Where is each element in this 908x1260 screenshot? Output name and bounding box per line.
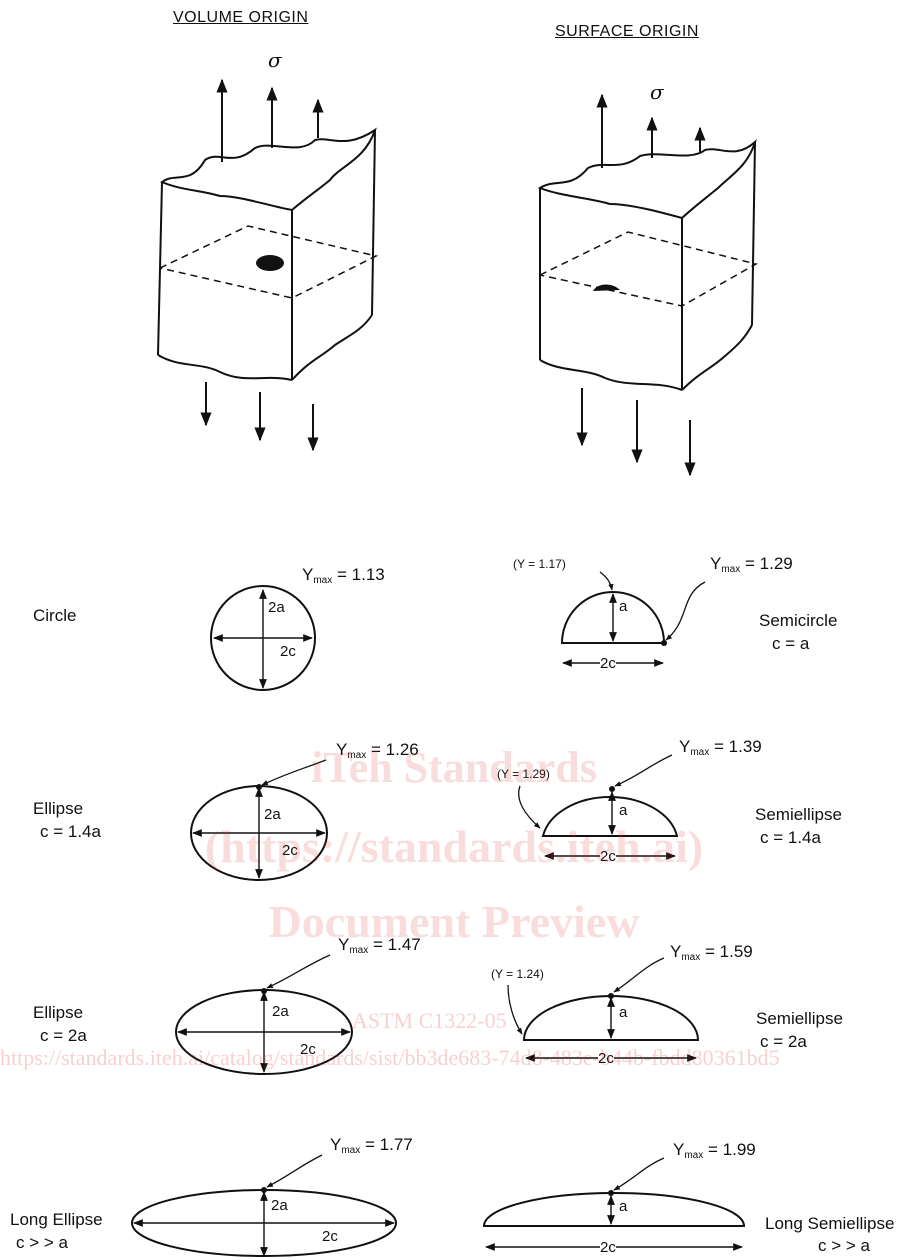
ellipse-2a-condition: c = 2a (40, 1026, 87, 1045)
ellipse-1-4a-shape (190, 759, 328, 881)
ymax-semicircle: Ymax = 1.29 (710, 554, 793, 575)
semicircle-label: Semicircle (759, 611, 838, 630)
circle-dim-vertical: 2a (268, 599, 285, 616)
semicircle-note: (Y = 1.17) (513, 557, 566, 571)
ellipse-2a-label: Ellipse (33, 1003, 84, 1022)
semiellipse-2a-condition: c = 2a (760, 1032, 807, 1051)
long-semiellipse-shape (482, 1157, 746, 1251)
ymax-semiellipse-2a: Ymax = 1.59 (670, 942, 753, 963)
semicircle-condition: c = a (772, 634, 810, 653)
semiellipse-2a-note: (Y = 1.24) (491, 967, 544, 981)
ymax-ellipse-1-4a: Ymax = 1.26 (336, 740, 419, 761)
volume-origin-block (157, 78, 379, 452)
long-ellipse-dim-vertical: 2a (271, 1197, 288, 1214)
volume-flaw (256, 255, 284, 271)
watermark-title: iTeh Standards (311, 743, 597, 792)
circle-shape (210, 585, 316, 691)
surface-flaw (593, 284, 620, 291)
long-semiellipse-condition: c > > a (818, 1236, 870, 1255)
long-semiellipse-dim-horizontal: 2c (600, 1238, 616, 1258)
long-ellipse-dim-horizontal: 2c (322, 1228, 338, 1245)
semiellipse-2a-dim-vertical: a (619, 1004, 628, 1021)
semiellipse-2a-label: Semiellipse (756, 1009, 843, 1028)
semiellipse-1-4a-note: (Y = 1.29) (497, 767, 550, 781)
semicircle-dim-horizontal: 2c (600, 654, 616, 674)
ellipse-1-4a-condition: c = 1.4a (40, 822, 101, 841)
long-ellipse-label: Long Ellipse (10, 1210, 103, 1229)
semiellipse-2a-dim-horizontal: 2c (598, 1049, 614, 1069)
long-ellipse-shape (131, 1154, 397, 1257)
ellipse-1-4a-dim-vertical: 2a (264, 806, 281, 823)
watermark-catalog-link: https://standards.iteh.ai/catalog/standa… (0, 1045, 780, 1070)
ellipse-2a-shape (175, 954, 353, 1075)
watermark-preview: Document Preview (268, 896, 640, 947)
volume-sigma-label: σ (268, 48, 282, 72)
semiellipse-1-4a-dim-horizontal: 2c (600, 847, 616, 867)
ymax-long-ellipse: Ymax = 1.77 (330, 1135, 413, 1156)
semiellipse-1-4a-dim-vertical: a (619, 802, 628, 819)
ymax-ellipse-2a: Ymax = 1.47 (338, 935, 421, 956)
ymax-circle: Ymax = 1.13 (302, 565, 385, 586)
long-semiellipse-label: Long Semiellipse (765, 1214, 895, 1233)
ellipse-1-4a-label: Ellipse (33, 799, 84, 818)
surface-sigma-label: σ (650, 80, 664, 104)
semiellipse-1-4a-label: Semiellipse (755, 805, 842, 824)
long-semiellipse-dim-vertical: a (619, 1198, 628, 1215)
circle-label: Circle (33, 606, 77, 625)
semicircle-dim-vertical: a (619, 598, 628, 615)
surface-origin-block (537, 93, 759, 477)
ymax-semiellipse-1-4a: Ymax = 1.39 (679, 737, 762, 758)
long-ellipse-condition: c > > a (16, 1233, 68, 1252)
surface-origin-heading: SURFACE ORIGIN (555, 23, 699, 40)
ellipse-2a-dim-vertical: 2a (272, 1003, 289, 1020)
circle-dim-horizontal: 2c (280, 643, 296, 660)
ymax-long-semiellipse: Ymax = 1.99 (673, 1140, 756, 1161)
semicircle-shape (560, 571, 706, 667)
ellipse-2a-dim-horizontal: 2c (300, 1041, 316, 1058)
ellipse-1-4a-dim-horizontal: 2c (282, 842, 298, 859)
volume-origin-heading: VOLUME ORIGIN (173, 9, 309, 26)
watermark-standard-id: ASTM C1322-05 (352, 1008, 507, 1033)
watermark-url: (https://standards.iteh.ai) (204, 821, 704, 872)
semiellipse-1-4a-condition: c = 1.4a (760, 828, 821, 847)
